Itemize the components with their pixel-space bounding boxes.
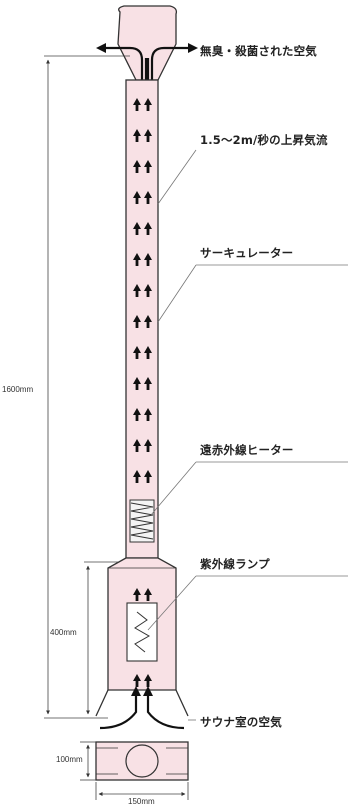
up-arrow	[133, 160, 141, 173]
up-arrow	[144, 284, 152, 297]
label-airflow: 1.5〜2m/秒の上昇気流	[200, 133, 328, 147]
dimension-lines	[44, 55, 189, 800]
intake-arrows	[99, 694, 185, 730]
label-circulator: サーキュレーター	[200, 246, 294, 260]
dim-total-height: 1600mm	[2, 385, 34, 394]
up-arrow	[144, 408, 152, 421]
up-arrow	[144, 346, 152, 359]
up-arrow	[133, 222, 141, 235]
dim-base-height: 400mm	[50, 628, 77, 637]
top-outlet-cap	[117, 5, 178, 81]
updraft-arrows	[133, 98, 152, 687]
dim-duct-width: 150mm	[128, 797, 155, 806]
up-arrow	[144, 98, 152, 111]
upper-column	[125, 79, 159, 559]
up-arrow	[144, 315, 152, 328]
outlet-arrows	[104, 46, 190, 80]
up-arrow	[133, 253, 141, 266]
up-arrow	[144, 588, 152, 601]
up-arrow	[133, 377, 141, 390]
dim-duct-height: 100mm	[56, 755, 83, 764]
up-arrow	[133, 470, 141, 483]
up-arrow	[133, 98, 141, 111]
up-arrow	[133, 284, 141, 297]
up-arrow	[144, 253, 152, 266]
label-air-out: 無臭・殺菌された空気	[200, 44, 317, 58]
up-arrow	[133, 315, 141, 328]
up-arrow	[144, 439, 152, 452]
label-uv-lamp: 紫外線ランプ	[200, 557, 270, 571]
up-arrow	[144, 129, 152, 142]
up-arrow	[133, 588, 141, 601]
base-flare	[95, 689, 189, 717]
leader-lines	[147, 149, 348, 721]
up-arrow	[133, 129, 141, 142]
up-arrow	[133, 674, 141, 687]
up-arrow	[144, 160, 152, 173]
heater-coil	[129, 499, 155, 543]
up-arrow	[144, 191, 152, 204]
bottom-duct	[95, 741, 189, 781]
up-arrow	[133, 346, 141, 359]
up-arrow	[133, 439, 141, 452]
uv-lamp-box	[126, 602, 158, 662]
up-arrow	[144, 222, 152, 235]
label-air-in: サウナ室の空気	[200, 715, 282, 729]
label-heater: 遠赤外線ヒーター	[200, 443, 294, 457]
up-arrow	[144, 377, 152, 390]
up-arrow	[133, 408, 141, 421]
up-arrow	[144, 674, 152, 687]
up-arrow	[144, 470, 152, 483]
up-arrow	[133, 191, 141, 204]
